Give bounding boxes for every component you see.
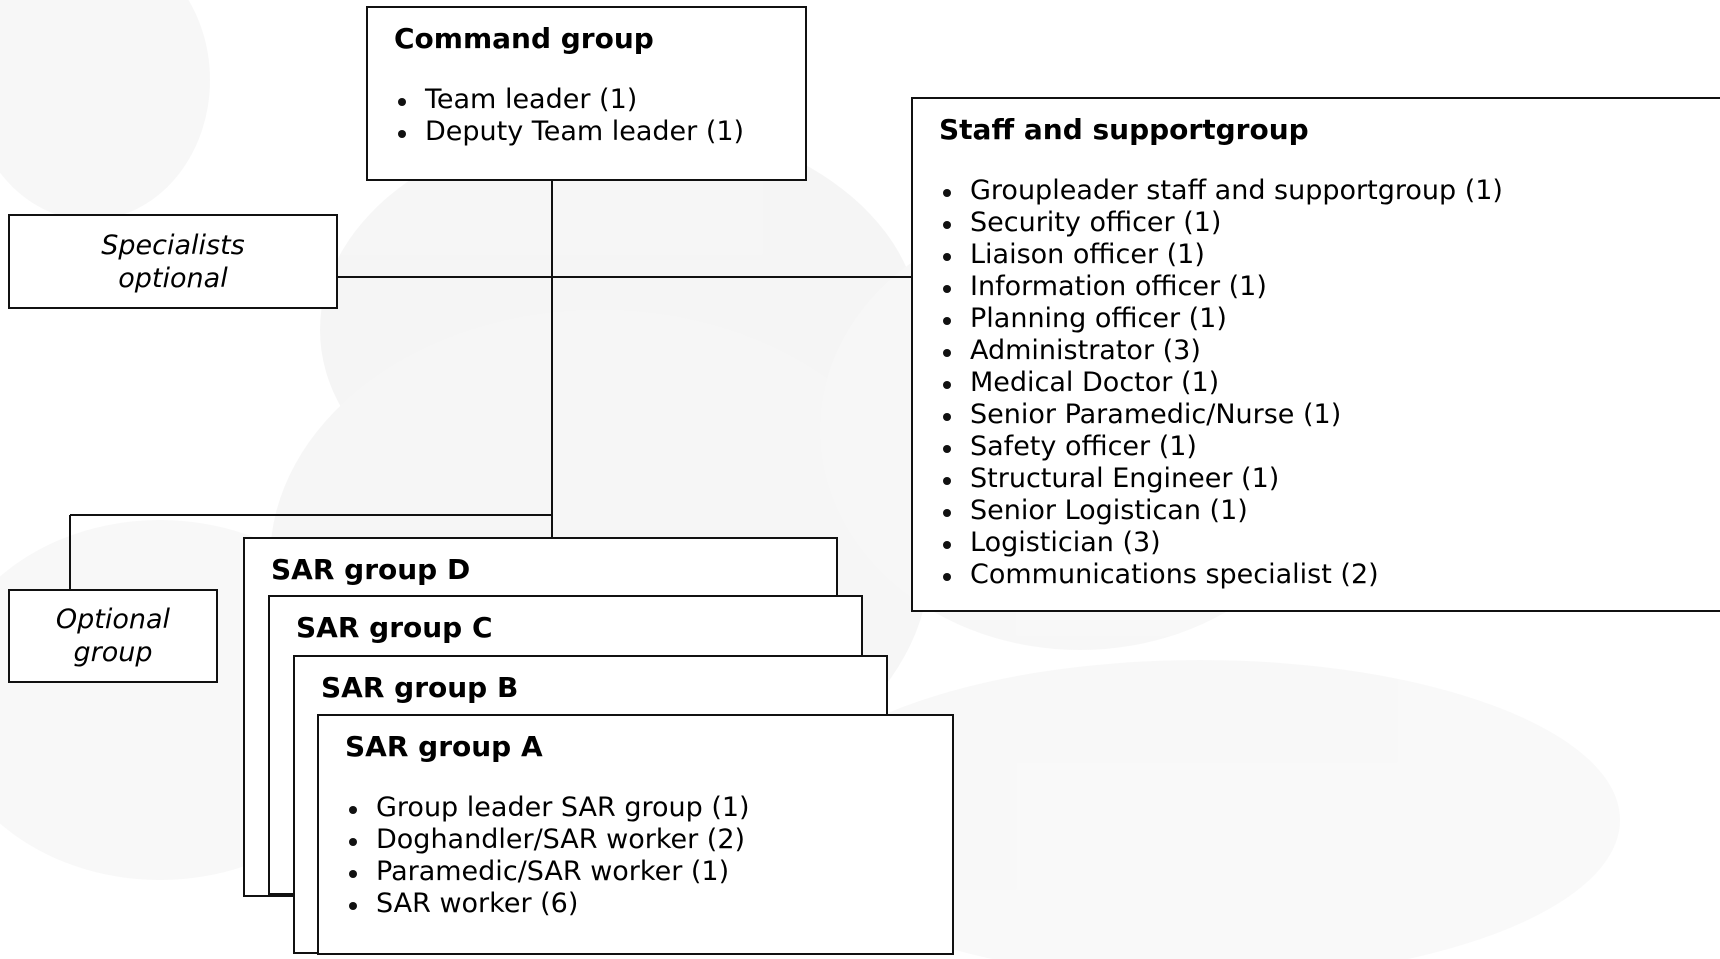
list-item: Groupleader staff and supportgroup (1) — [939, 175, 1695, 207]
list-item: Paramedic/SAR worker (1) — [345, 856, 926, 888]
staff-support-group-box: Staff and supportgroup Groupleader staff… — [911, 97, 1720, 612]
sar-group-a-title: SAR group A — [345, 730, 543, 763]
list-item: Administrator (3) — [939, 335, 1695, 367]
staff-group-title: Staff and supportgroup — [939, 113, 1309, 146]
list-item: Logistician (3) — [939, 527, 1695, 559]
sar-group-a-box: SAR group A Group leader SAR group (1) D… — [317, 714, 954, 955]
list-item: Liaison officer (1) — [939, 239, 1695, 271]
optional-label: Optional — [55, 604, 171, 635]
optional-group-box: Optional group — [8, 589, 218, 683]
list-item: Security officer (1) — [939, 207, 1695, 239]
list-item: Structural Engineer (1) — [939, 463, 1695, 495]
specialists-optional-label: optional — [118, 262, 228, 294]
list-item: Group leader SAR group (1) — [345, 792, 926, 824]
list-item: Deputy Team leader (1) — [394, 116, 779, 148]
list-item: Medical Doctor (1) — [939, 367, 1695, 399]
specialists-label: Specialists — [101, 229, 245, 261]
command-group-list: Team leader (1) Deputy Team leader (1) — [394, 84, 779, 148]
specialists-optional-box: Specialists optional — [8, 214, 338, 309]
list-item: Planning officer (1) — [939, 303, 1695, 335]
list-item: Communications specialist (2) — [939, 559, 1695, 591]
list-item: Senior Logistican (1) — [939, 495, 1695, 527]
sar-group-a-list: Group leader SAR group (1) Doghandler/SA… — [345, 792, 926, 920]
command-group-title: Command group — [394, 22, 654, 55]
list-item: Safety officer (1) — [939, 431, 1695, 463]
list-item: Team leader (1) — [394, 84, 779, 116]
staff-group-list: Groupleader staff and supportgroup (1) S… — [939, 175, 1695, 591]
list-item: Information officer (1) — [939, 271, 1695, 303]
sar-group-d-title: SAR group D — [271, 553, 471, 586]
list-item: Doghandler/SAR worker (2) — [345, 824, 926, 856]
sar-group-c-title: SAR group C — [296, 611, 493, 644]
list-item: SAR worker (6) — [345, 888, 926, 920]
list-item: Senior Paramedic/Nurse (1) — [939, 399, 1695, 431]
command-group-box: Command group Team leader (1) Deputy Tea… — [366, 6, 807, 181]
group-label: group — [73, 637, 153, 668]
sar-group-b-title: SAR group B — [321, 671, 519, 704]
